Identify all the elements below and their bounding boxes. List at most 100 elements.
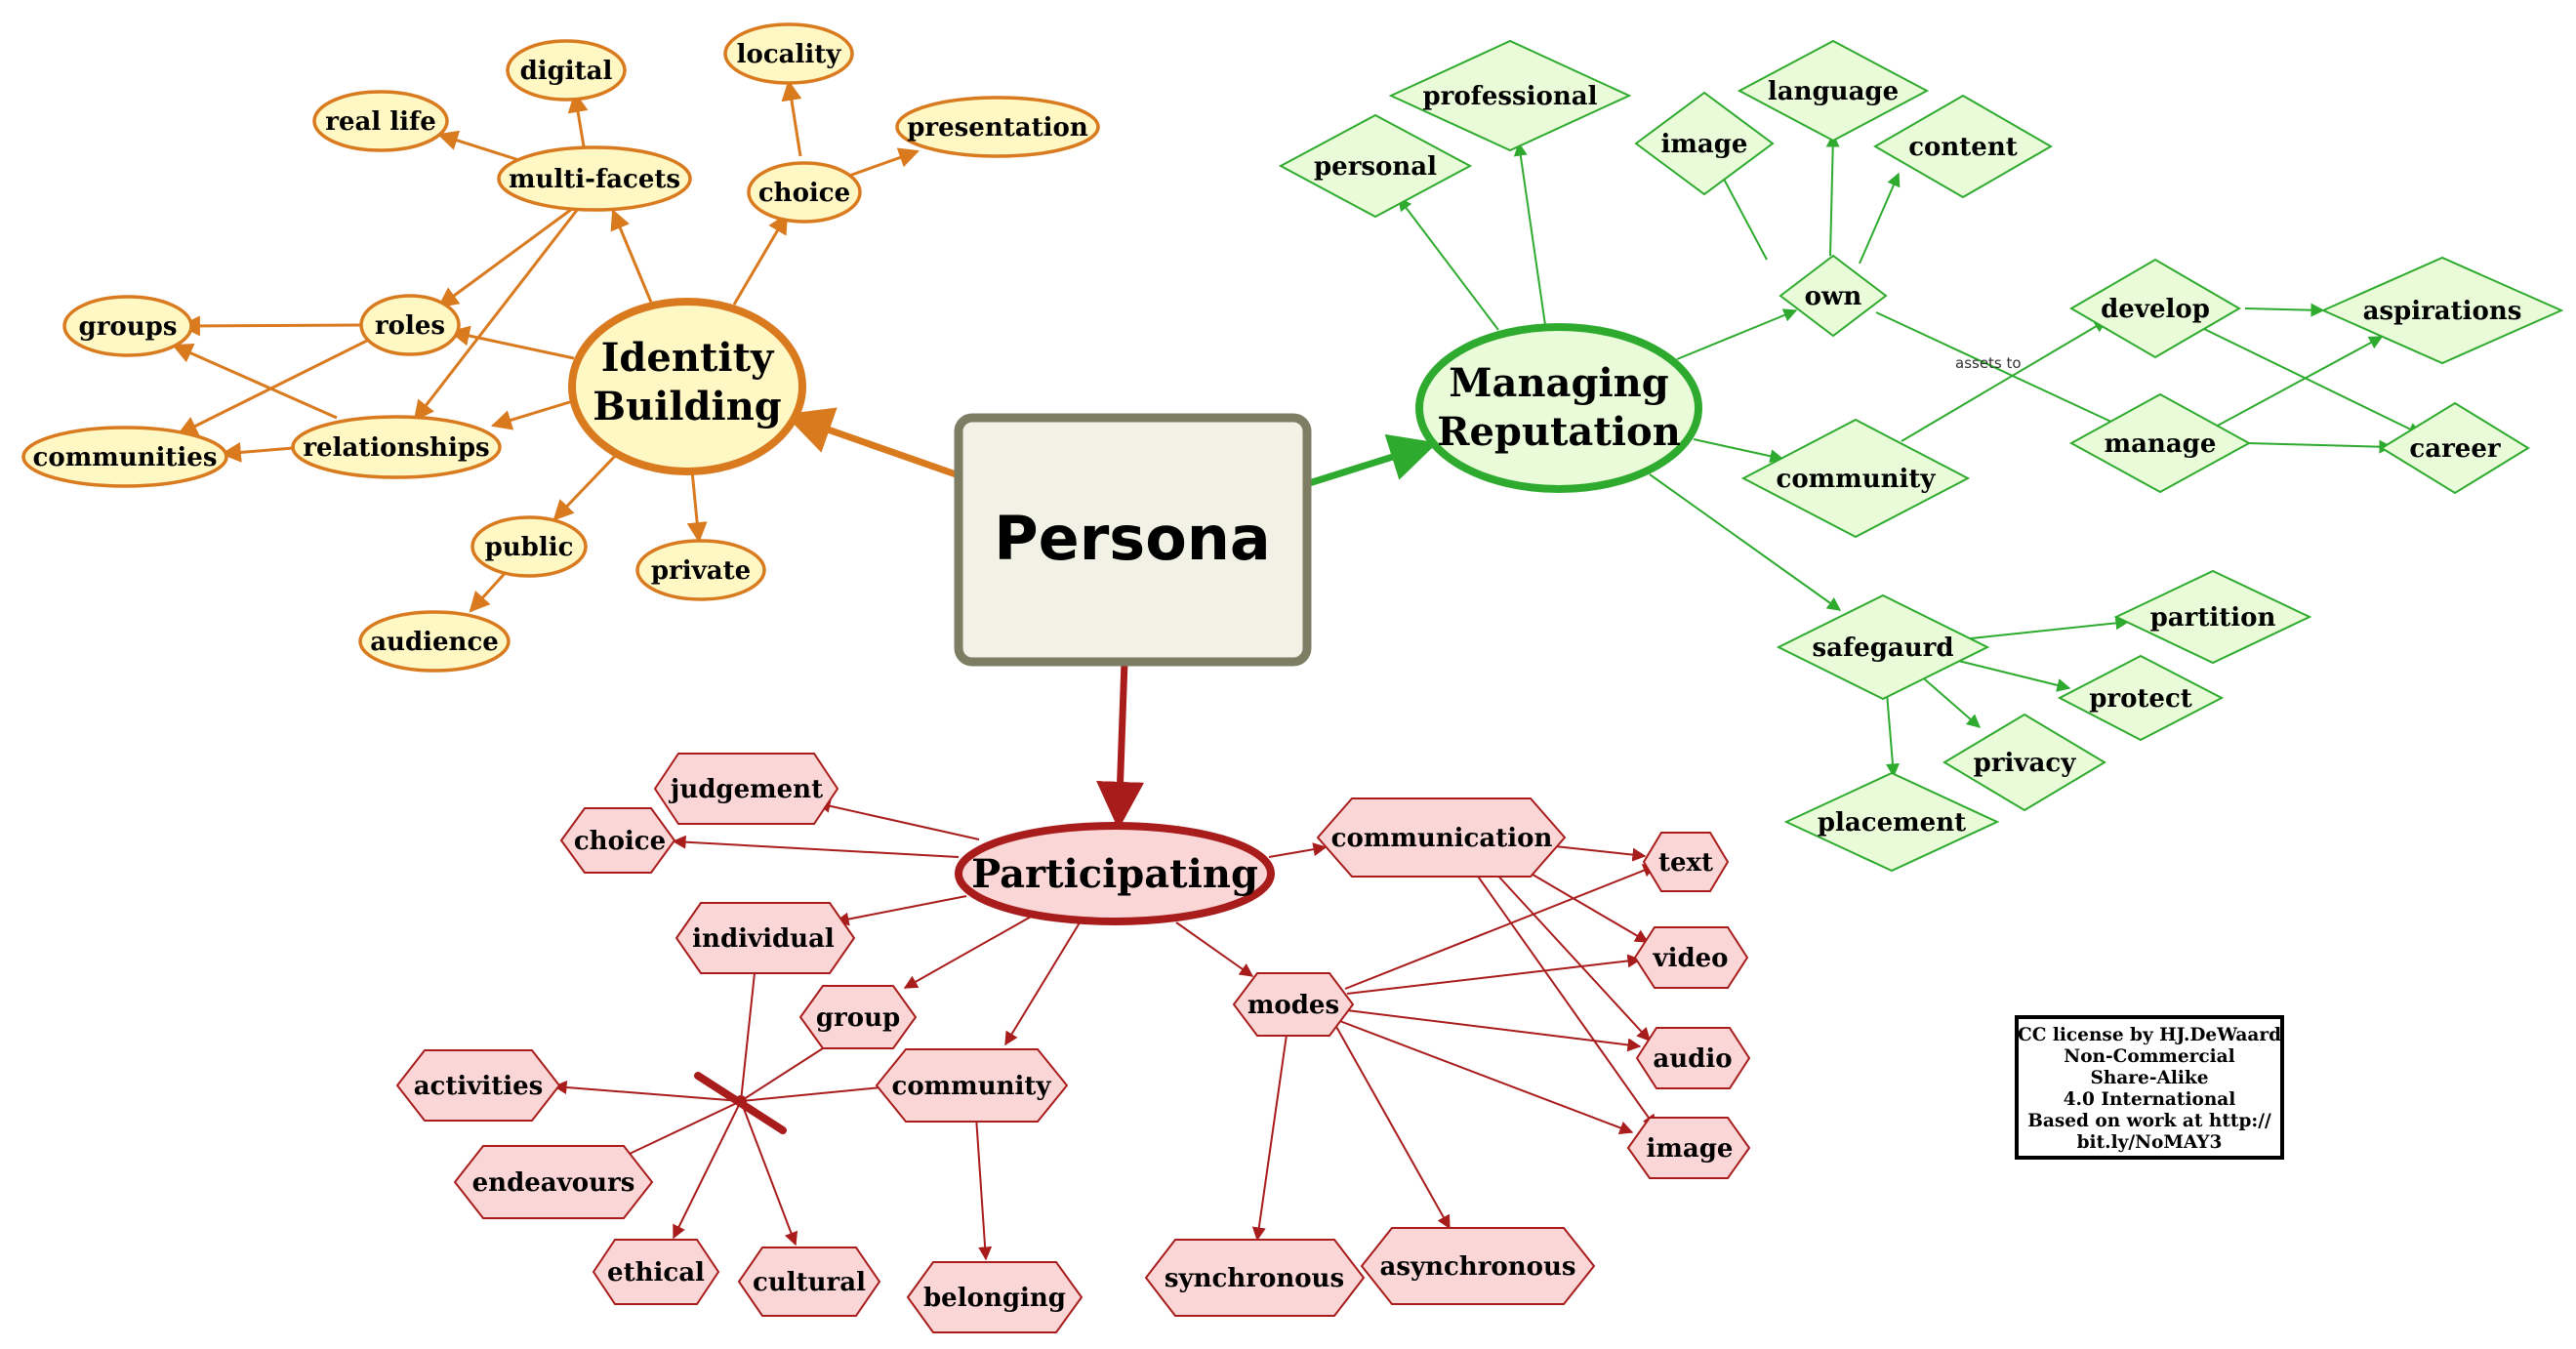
node-multi-facets-label: multi-facets <box>509 165 680 194</box>
central-node[interactable]: Persona <box>954 413 1312 667</box>
edge-roles-communities <box>177 336 374 436</box>
node-individual-label: individual <box>692 924 835 954</box>
node-activities-label: activities <box>414 1072 544 1101</box>
node-community-reputation[interactable]: community <box>1740 418 1971 539</box>
node-cultural[interactable]: cultural <box>737 1247 881 1317</box>
node-activities[interactable]: activities <box>395 1049 561 1122</box>
node-protect-label: protect <box>2089 684 2192 714</box>
node-content[interactable]: content <box>1873 94 2053 199</box>
node-protect[interactable]: protect <box>2057 654 2225 742</box>
node-text[interactable]: text <box>1642 832 1730 892</box>
node-privacy-label: privacy <box>1974 749 2077 778</box>
node-personal[interactable]: personal <box>1278 113 1473 219</box>
node-career[interactable]: career <box>2380 401 2530 495</box>
node-endeavours[interactable]: endeavours <box>453 1145 654 1219</box>
node-career-label: career <box>2409 434 2500 464</box>
edge-identity-roles <box>448 325 575 360</box>
node-audience[interactable]: audience <box>358 610 511 673</box>
node-real-life-label: real life <box>325 107 436 137</box>
node-ethical[interactable]: ethical <box>592 1239 720 1305</box>
node-community-participating[interactable]: community <box>875 1048 1069 1123</box>
node-digital[interactable]: digital <box>506 39 627 102</box>
node-develop[interactable]: develop <box>2069 258 2241 359</box>
node-communities[interactable]: communities <box>21 426 228 488</box>
node-communication[interactable]: communication <box>1316 797 1567 878</box>
edge-modes-image <box>1336 1019 1634 1135</box>
node-audio[interactable]: audio <box>1635 1027 1751 1089</box>
node-modes[interactable]: modes <box>1232 972 1355 1037</box>
node-real-life[interactable]: real life <box>312 90 449 152</box>
node-multi-facets[interactable]: multi-facets <box>497 145 692 212</box>
node-roles[interactable]: roles <box>359 294 461 356</box>
node-aspirations[interactable]: aspirations <box>2320 256 2564 365</box>
node-video-label: video <box>1652 944 1728 973</box>
edge-manage-career <box>2246 439 2393 454</box>
node-manage[interactable]: manage <box>2068 392 2252 494</box>
edge-relationships-communities <box>220 441 294 463</box>
edge-roles-groups <box>179 315 362 337</box>
node-group[interactable]: group <box>798 985 918 1049</box>
node-asynchronous[interactable]: asynchronous <box>1360 1227 1596 1305</box>
node-partition[interactable]: partition <box>2113 569 2312 665</box>
node-synchronous[interactable]: synchronous <box>1144 1239 1366 1317</box>
identity-hub[interactable]: Identity Building <box>568 298 806 475</box>
edge-participating-group <box>903 915 1034 989</box>
edge-participating-judgement <box>816 798 980 840</box>
node-relationships[interactable]: relationships <box>291 415 502 479</box>
node-communication-label: communication <box>1331 824 1553 853</box>
node-public[interactable]: public <box>470 515 588 578</box>
node-placement[interactable]: placement <box>1783 771 2000 873</box>
node-groups[interactable]: groups <box>62 295 193 357</box>
reputation-edges <box>1304 133 2423 778</box>
node-judgement[interactable]: judgement <box>653 753 839 825</box>
node-content-label: content <box>1908 133 2018 162</box>
node-choice-identity-label: choice <box>758 179 850 208</box>
node-manage-label: manage <box>2105 429 2217 459</box>
edge-reputation-safegaurd <box>1649 473 1842 611</box>
node-judgement-label: judgement <box>669 775 823 804</box>
participating-hub[interactable]: Participating <box>955 822 1275 925</box>
edge-relationships-groups <box>172 344 338 420</box>
node-aspirations-label: aspirations <box>2363 297 2522 326</box>
reputation-hub[interactable]: Managing Reputation <box>1415 323 1702 493</box>
node-own[interactable]: own <box>1779 254 1888 338</box>
edge-choice-locality <box>781 79 802 157</box>
edge-safegaurd-placement <box>1885 692 1900 778</box>
node-belonging[interactable]: belonging <box>906 1261 1084 1333</box>
edge-own-language <box>1825 133 1840 257</box>
node-modes-label: modes <box>1247 991 1339 1020</box>
node-image-reputation[interactable]: image <box>1634 91 1775 196</box>
node-relationships-label: relationships <box>303 433 489 463</box>
node-privacy[interactable]: privacy <box>1942 713 2106 812</box>
node-image-participating[interactable]: image <box>1626 1117 1751 1179</box>
node-presentation[interactable]: presentation <box>895 96 1100 158</box>
edge-community-cross <box>740 1086 882 1102</box>
edge-communication-image <box>1473 870 1656 1129</box>
edge-participating-modes <box>1175 921 1254 977</box>
node-locality-label: locality <box>737 40 842 69</box>
edge-community-belonging <box>975 1116 993 1261</box>
node-choice-participating[interactable]: choice <box>559 807 676 874</box>
node-safegaurd[interactable]: safegaurd <box>1776 593 1990 701</box>
node-safegaurd-label: safegaurd <box>1812 634 1953 663</box>
edge-community-develop <box>1901 319 2108 442</box>
edge-modes-asynchronous <box>1334 1024 1451 1230</box>
node-private[interactable]: private <box>635 539 766 601</box>
license-line-1: CC license by HJ.DeWaard <box>2018 1025 2281 1045</box>
edge-modes-audio <box>1346 1009 1642 1052</box>
edge-public-audience <box>469 566 511 613</box>
node-video[interactable]: video <box>1633 926 1749 989</box>
node-digital-label: digital <box>520 57 613 86</box>
participating-nodes: judgement choice individual group commun… <box>395 753 1751 1333</box>
central-label: Persona <box>994 503 1271 574</box>
edge-reputation-personal <box>1398 196 1499 331</box>
identity-nodes: digital real life multi-facets locality … <box>21 22 1100 673</box>
node-language[interactable]: language <box>1737 39 1930 143</box>
node-presentation-label: presentation <box>907 113 1088 143</box>
node-locality[interactable]: locality <box>723 22 854 85</box>
node-individual[interactable]: individual <box>675 902 856 974</box>
node-choice-identity[interactable]: choice <box>747 161 862 224</box>
license-line-4: 4.0 International <box>2064 1089 2236 1110</box>
node-professional[interactable]: professional <box>1388 39 1632 152</box>
edge-cross-cultural <box>740 1100 798 1247</box>
